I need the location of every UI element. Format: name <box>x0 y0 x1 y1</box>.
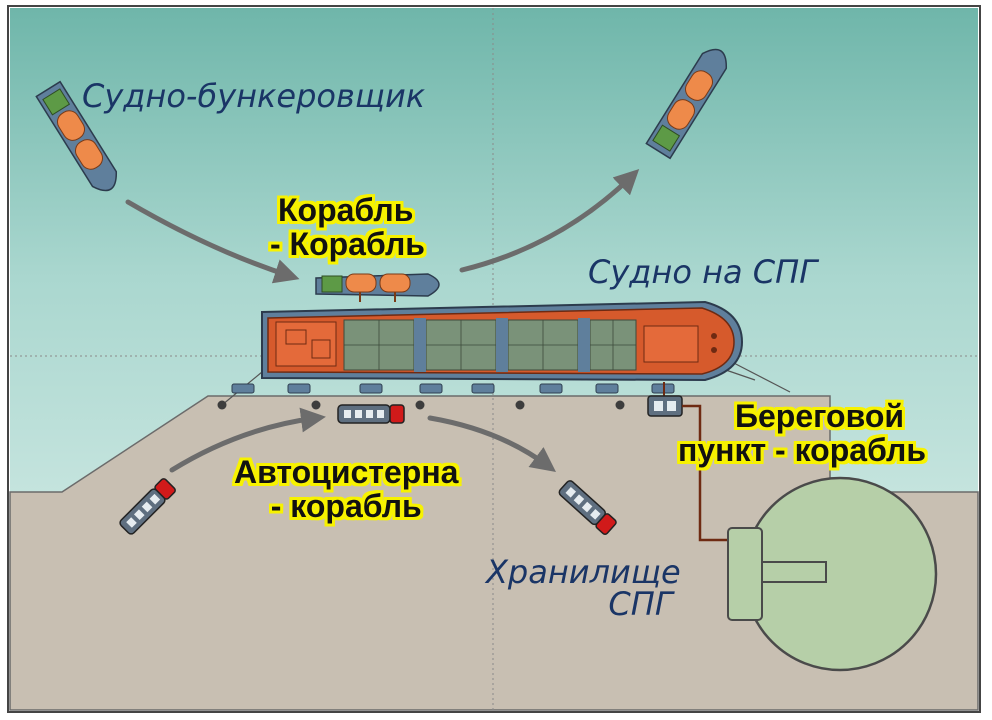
label-truck-to-ship-line1: Автоцистерна <box>234 454 459 490</box>
tanker-truck-approaching-icon <box>119 478 176 535</box>
tanker-truck-departing-icon <box>558 480 617 535</box>
lng-carrier-icon <box>261 300 744 382</box>
label-ship-to-ship-line1: Корабль <box>278 192 414 228</box>
bunker-vessel-departing-icon <box>645 48 728 160</box>
transfer-arrow-icon <box>125 169 640 473</box>
label-shore-to-ship: Береговой пункт - корабль <box>678 398 927 468</box>
label-lng-storage-line1: Хранилище <box>486 553 681 591</box>
label-bunker-vessel: Судно-бункеровщик <box>82 77 426 115</box>
label-truck-to-ship: Автоцистерна - корабль <box>234 454 459 524</box>
label-shore-to-ship-line1: Береговой <box>734 398 905 434</box>
arrow-bunker-depart <box>459 169 640 273</box>
bunker-vessel-moored-icon <box>315 273 440 302</box>
label-lng-storage-line2: СПГ <box>608 585 673 623</box>
pipeline <box>682 404 730 542</box>
arrow-truck-approach <box>169 407 326 473</box>
shore-terminal-icon <box>647 382 683 417</box>
label-ship-to-ship: Корабль - Корабль <box>270 192 425 262</box>
label-truck-to-ship-line2: - корабль <box>270 487 422 524</box>
arrow-bunker-approach <box>125 199 300 284</box>
lng-storage-tank-icon <box>727 476 938 672</box>
arrow-truck-depart <box>427 415 557 472</box>
bunker-vessel-approaching-icon <box>35 80 118 192</box>
label-lng-vessel: Судно на СПГ <box>588 253 818 291</box>
label-lng-storage: Хранилище СПГ <box>486 556 681 620</box>
label-shore-to-ship-line2: пункт - корабль <box>678 431 927 468</box>
label-ship-to-ship-line2: - Корабль <box>270 225 425 262</box>
quay-bollards <box>217 400 625 410</box>
tanker-truck-docked-icon <box>337 404 405 424</box>
